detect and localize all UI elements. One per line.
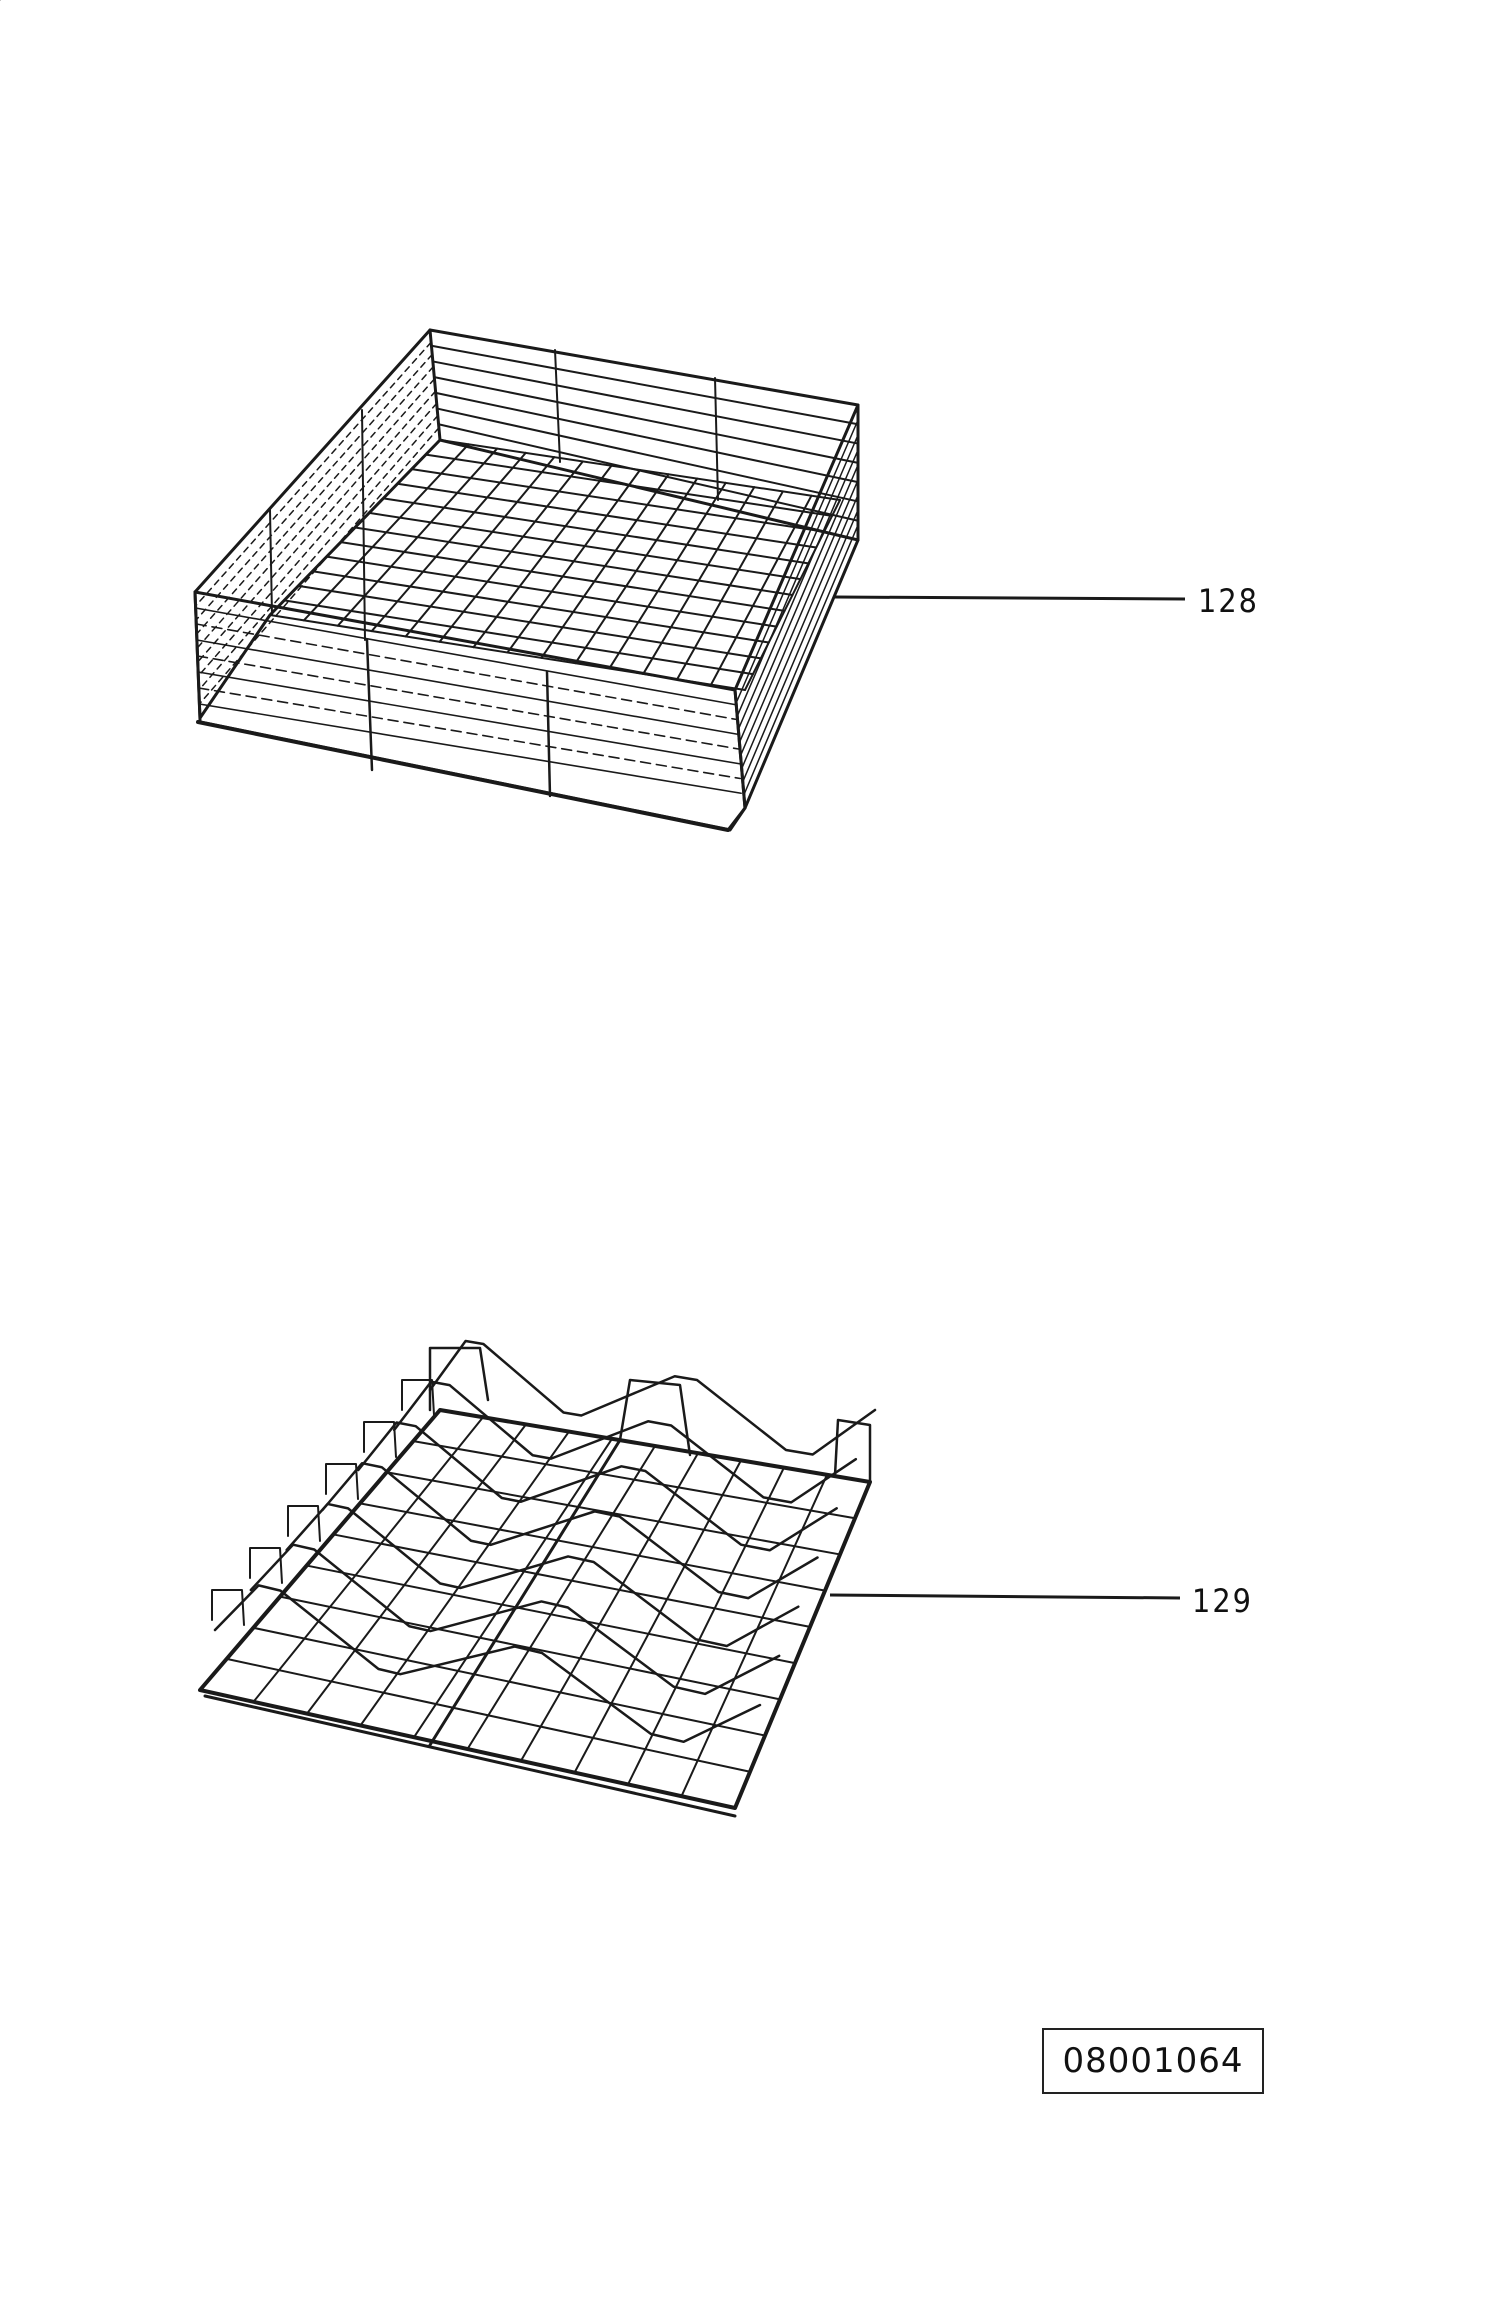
plate-rack-drawing <box>198 1339 877 1818</box>
basket-leader-line <box>834 595 1186 601</box>
wire-basket-drawing <box>0 0 860 832</box>
rack-callout-label: 129 <box>1192 1582 1253 1620</box>
basket-callout-label: 128 <box>1198 582 1259 620</box>
reference-code-box: 08001064 <box>1042 2028 1264 2094</box>
rack-leader-line <box>829 1593 1181 1600</box>
reference-code: 08001064 <box>1062 2041 1244 2081</box>
